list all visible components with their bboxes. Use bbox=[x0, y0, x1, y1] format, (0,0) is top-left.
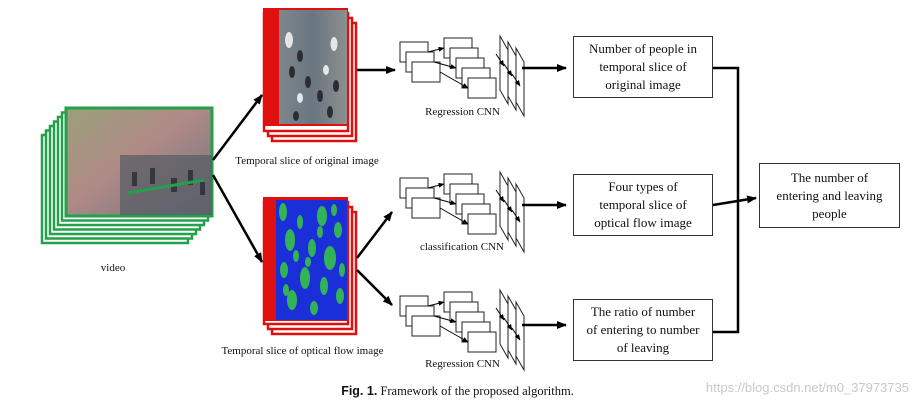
cnn-connection bbox=[427, 300, 445, 307]
final-output-box: The number of entering and leaving peopl… bbox=[759, 163, 900, 228]
flow-blob bbox=[285, 229, 295, 251]
ratio-output-box: The ratio of number of entering to numbe… bbox=[573, 299, 713, 361]
cnn-fc-connection bbox=[495, 307, 505, 321]
count-line-3: original image bbox=[605, 77, 681, 92]
regression-cnn-icon-bottom bbox=[399, 288, 525, 372]
final-line-1: The number of bbox=[790, 169, 869, 185]
original-slice-label: Temporal slice of original image bbox=[235, 155, 379, 167]
flow-blob bbox=[324, 246, 336, 270]
original-slice-stack bbox=[262, 8, 358, 143]
flow-blob bbox=[310, 301, 318, 315]
video-frame-stack bbox=[40, 106, 214, 245]
optical-flow-image bbox=[276, 200, 347, 320]
flow-blob bbox=[293, 250, 299, 262]
flow-blob bbox=[320, 277, 328, 295]
cnn-fc-connection bbox=[495, 53, 505, 67]
cnn-bot-label: Regression CNN bbox=[425, 358, 500, 370]
cnn-connection bbox=[427, 46, 445, 53]
cnn-layer2-map bbox=[467, 77, 497, 99]
cnn-fc-connection bbox=[503, 317, 513, 331]
cnn-top-label: Regression CNN bbox=[425, 106, 500, 118]
count-line-2: temporal slice of bbox=[599, 59, 687, 74]
figure-caption: Fig. 1. Framework of the proposed algori… bbox=[0, 384, 915, 399]
types-line-3: optical flow image bbox=[594, 215, 692, 230]
cnn-layer1-map bbox=[411, 197, 441, 219]
flow-blob bbox=[305, 257, 311, 267]
video-label: video bbox=[100, 262, 126, 274]
cnn-fc-connection bbox=[511, 327, 521, 341]
cnn-fc-connection bbox=[495, 189, 505, 203]
cnn-layer1-map bbox=[411, 315, 441, 337]
cnn-connection bbox=[439, 207, 469, 225]
caption-text: Framework of the proposed algorithm. bbox=[380, 384, 574, 398]
cnn-layer1-map bbox=[411, 61, 441, 83]
optical-flow-slice-stack bbox=[262, 197, 358, 336]
caption-label: Fig. 1. bbox=[341, 384, 378, 398]
final-line-3: people bbox=[812, 205, 847, 221]
cnn-fc-connection bbox=[511, 209, 521, 223]
final-line-2: entering and leaving bbox=[776, 187, 883, 203]
types-line-1: Four types of bbox=[608, 179, 678, 194]
cnn-mid-label: classification CNN bbox=[419, 241, 504, 253]
classification-cnn-icon bbox=[399, 170, 525, 254]
optical-slice-label: Temporal slice of optical flow image bbox=[221, 345, 384, 357]
cnn-connection bbox=[427, 182, 445, 189]
flow-blob bbox=[331, 204, 337, 216]
cnn-connection bbox=[439, 325, 469, 343]
cnn-fc-layer bbox=[499, 288, 509, 360]
arrow-flow-to-reg-cnn bbox=[356, 269, 393, 306]
flow-blob bbox=[334, 222, 342, 238]
original-slice-image bbox=[279, 10, 347, 124]
cnn-fc-connection bbox=[503, 63, 513, 77]
flow-blob bbox=[308, 239, 316, 257]
flow-blob bbox=[317, 206, 327, 226]
arrow-to-final bbox=[712, 195, 757, 207]
flow-blob bbox=[300, 267, 310, 289]
regression-cnn-icon-top bbox=[399, 34, 525, 118]
cnn-fc-connection bbox=[511, 73, 521, 87]
cnn-layer2-map bbox=[467, 213, 497, 235]
cnn-connection bbox=[433, 315, 457, 323]
watermark: https://blog.csdn.net/m0_37973735 bbox=[705, 380, 909, 395]
ratio-line-3: of leaving bbox=[616, 340, 670, 355]
cnn-fc-connection bbox=[503, 199, 513, 213]
cnn-fc-layer bbox=[499, 34, 509, 106]
flow-blob bbox=[339, 263, 345, 277]
cnn-connection bbox=[433, 197, 457, 205]
arrow-video-to-original bbox=[212, 94, 263, 161]
flow-blob bbox=[287, 290, 297, 310]
count-output-box: Number of people in temporal slice of or… bbox=[573, 36, 713, 98]
cnn-layer2-map bbox=[467, 331, 497, 353]
flow-blob bbox=[317, 226, 323, 238]
types-line-2: temporal slice of bbox=[599, 197, 687, 212]
types-output-box: Four types of temporal slice of optical … bbox=[573, 174, 713, 236]
merge-line bbox=[713, 66, 740, 334]
count-line-1: Number of people in bbox=[589, 41, 697, 56]
flow-blob bbox=[336, 288, 344, 304]
counting-line bbox=[127, 178, 205, 195]
arrow-video-to-flow bbox=[211, 174, 264, 263]
flow-blob bbox=[279, 203, 287, 221]
cnn-connection bbox=[439, 71, 469, 89]
arrows bbox=[211, 64, 757, 334]
ratio-line-2: of entering to number bbox=[586, 322, 700, 337]
flow-blob bbox=[280, 262, 288, 278]
cnn-fc-layer bbox=[499, 170, 509, 242]
cnn-connection bbox=[433, 61, 457, 69]
flow-blob bbox=[283, 284, 289, 296]
flow-blob bbox=[297, 215, 303, 229]
ratio-line-1: The ratio of number bbox=[590, 304, 696, 319]
arrow-flow-to-class-cnn bbox=[356, 211, 393, 259]
